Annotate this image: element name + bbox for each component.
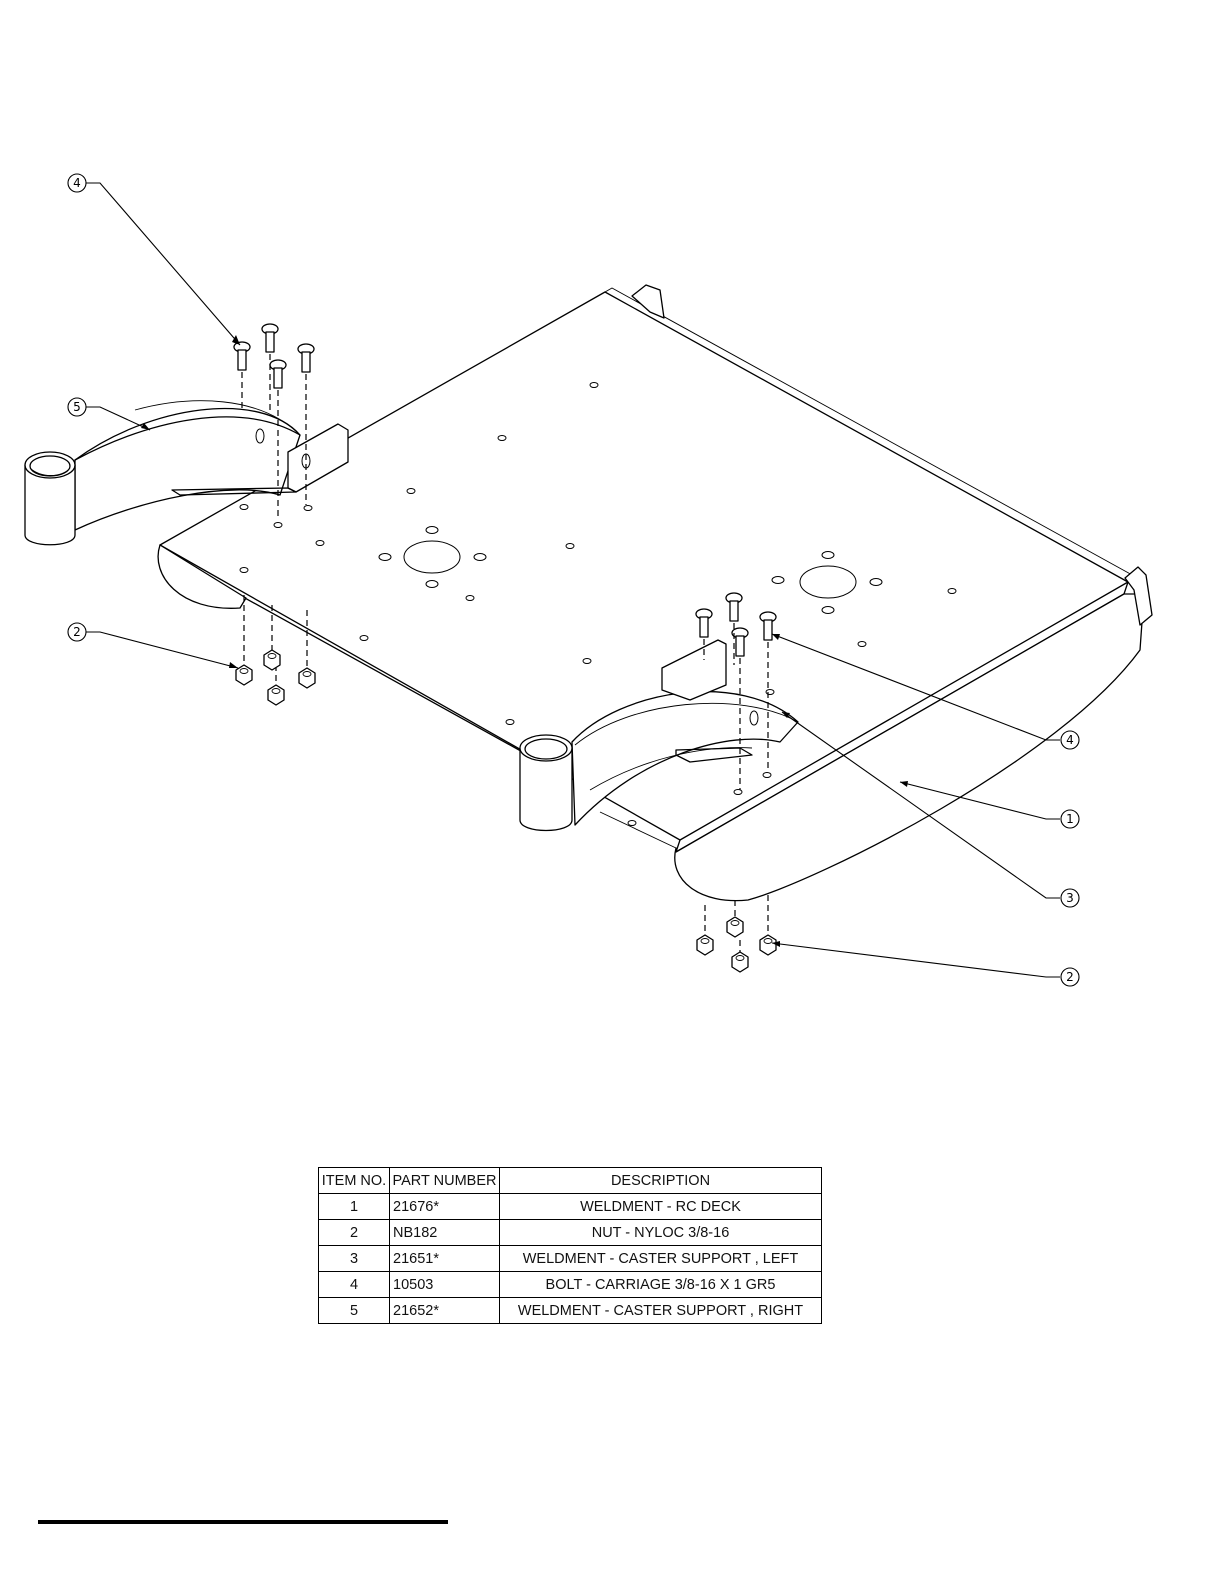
- bill-of-materials-table: ITEM NO. PART NUMBER DESCRIPTION 1 21676…: [318, 1167, 822, 1324]
- nut: [264, 650, 280, 670]
- balloon: 4: [68, 174, 86, 192]
- table-row: 4 10503 BOLT - CARRIAGE 3/8-16 X 1 GR5: [319, 1272, 822, 1298]
- svg-text:2: 2: [1066, 970, 1074, 984]
- bolt: [262, 324, 278, 352]
- balloon: 3: [1061, 889, 1079, 907]
- svg-text:2: 2: [73, 625, 81, 639]
- item-no: 2: [319, 1220, 390, 1246]
- nut: [732, 952, 748, 972]
- balloon: 2: [1061, 968, 1079, 986]
- svg-text:5: 5: [73, 400, 81, 414]
- part-number: 10503: [390, 1272, 500, 1298]
- nut: [727, 917, 743, 937]
- part-number: 21652*: [390, 1298, 500, 1324]
- header-part-number: PART NUMBER: [390, 1168, 500, 1194]
- description: WELDMENT - CASTER SUPPORT , RIGHT: [500, 1298, 822, 1324]
- nut: [299, 668, 315, 688]
- part-number: NB182: [390, 1220, 500, 1246]
- bom-header-row: ITEM NO. PART NUMBER DESCRIPTION: [319, 1168, 822, 1194]
- nylon-nuts-right: [697, 895, 776, 972]
- nut: [697, 935, 713, 955]
- part-number: 21651*: [390, 1246, 500, 1272]
- bolt: [270, 360, 286, 388]
- svg-text:3: 3: [1066, 891, 1074, 905]
- footer-rule: [38, 1520, 448, 1524]
- bolt: [298, 344, 314, 372]
- balloon: 2: [68, 623, 86, 641]
- svg-text:4: 4: [1066, 733, 1074, 747]
- nut: [236, 665, 252, 685]
- item-no: 5: [319, 1298, 390, 1324]
- header-item-no: ITEM NO.: [319, 1168, 390, 1194]
- bolt: [234, 342, 250, 370]
- description: WELDMENT - RC DECK: [500, 1194, 822, 1220]
- nut: [760, 935, 776, 955]
- header-description: DESCRIPTION: [500, 1168, 822, 1194]
- svg-text:4: 4: [73, 176, 81, 190]
- table-row: 3 21651* WELDMENT - CASTER SUPPORT , LEF…: [319, 1246, 822, 1272]
- table-row: 5 21652* WELDMENT - CASTER SUPPORT , RIG…: [319, 1298, 822, 1324]
- item-no: 4: [319, 1272, 390, 1298]
- svg-text:1: 1: [1066, 812, 1074, 826]
- balloon: 5: [68, 398, 86, 416]
- description: WELDMENT - CASTER SUPPORT , LEFT: [500, 1246, 822, 1272]
- balloon: 4: [1061, 731, 1079, 749]
- description: NUT - NYLOC 3/8-16: [500, 1220, 822, 1246]
- table-row: 1 21676* WELDMENT - RC DECK: [319, 1194, 822, 1220]
- balloon: 1: [1061, 810, 1079, 828]
- description: BOLT - CARRIAGE 3/8-16 X 1 GR5: [500, 1272, 822, 1298]
- nut: [268, 685, 284, 705]
- item-no: 1: [319, 1194, 390, 1220]
- item-no: 3: [319, 1246, 390, 1272]
- table-row: 2 NB182 NUT - NYLOC 3/8-16: [319, 1220, 822, 1246]
- part-number: 21676*: [390, 1194, 500, 1220]
